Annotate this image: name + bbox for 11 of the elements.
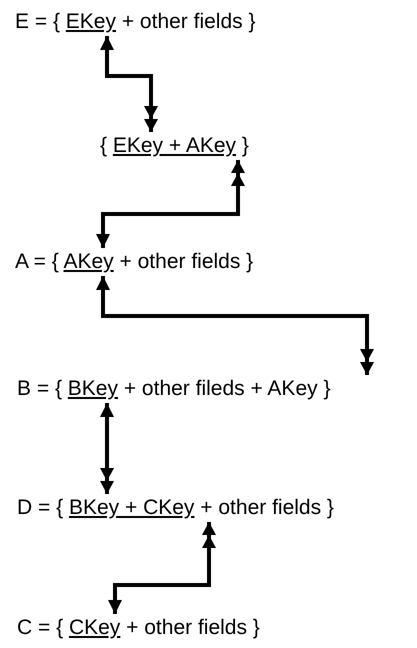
connector-arrow — [100, 403, 114, 494]
relation-text: E = { EKey + other fields } — [15, 9, 256, 35]
relation-text: A = { AKey + other fields } — [15, 249, 254, 275]
connector-arrow — [108, 522, 216, 614]
connector-arrow — [100, 36, 158, 132]
relation-text: C = { CKey + other fields } — [17, 615, 260, 641]
relation-text: D = { BKey + CKey + other fields } — [17, 495, 334, 521]
relation-text: B = { BKey + other fileds + AKey } — [17, 376, 330, 402]
connector-arrow — [96, 276, 374, 375]
relation-text: { EKey + AKey } — [100, 133, 249, 159]
connector-arrow — [96, 160, 245, 248]
